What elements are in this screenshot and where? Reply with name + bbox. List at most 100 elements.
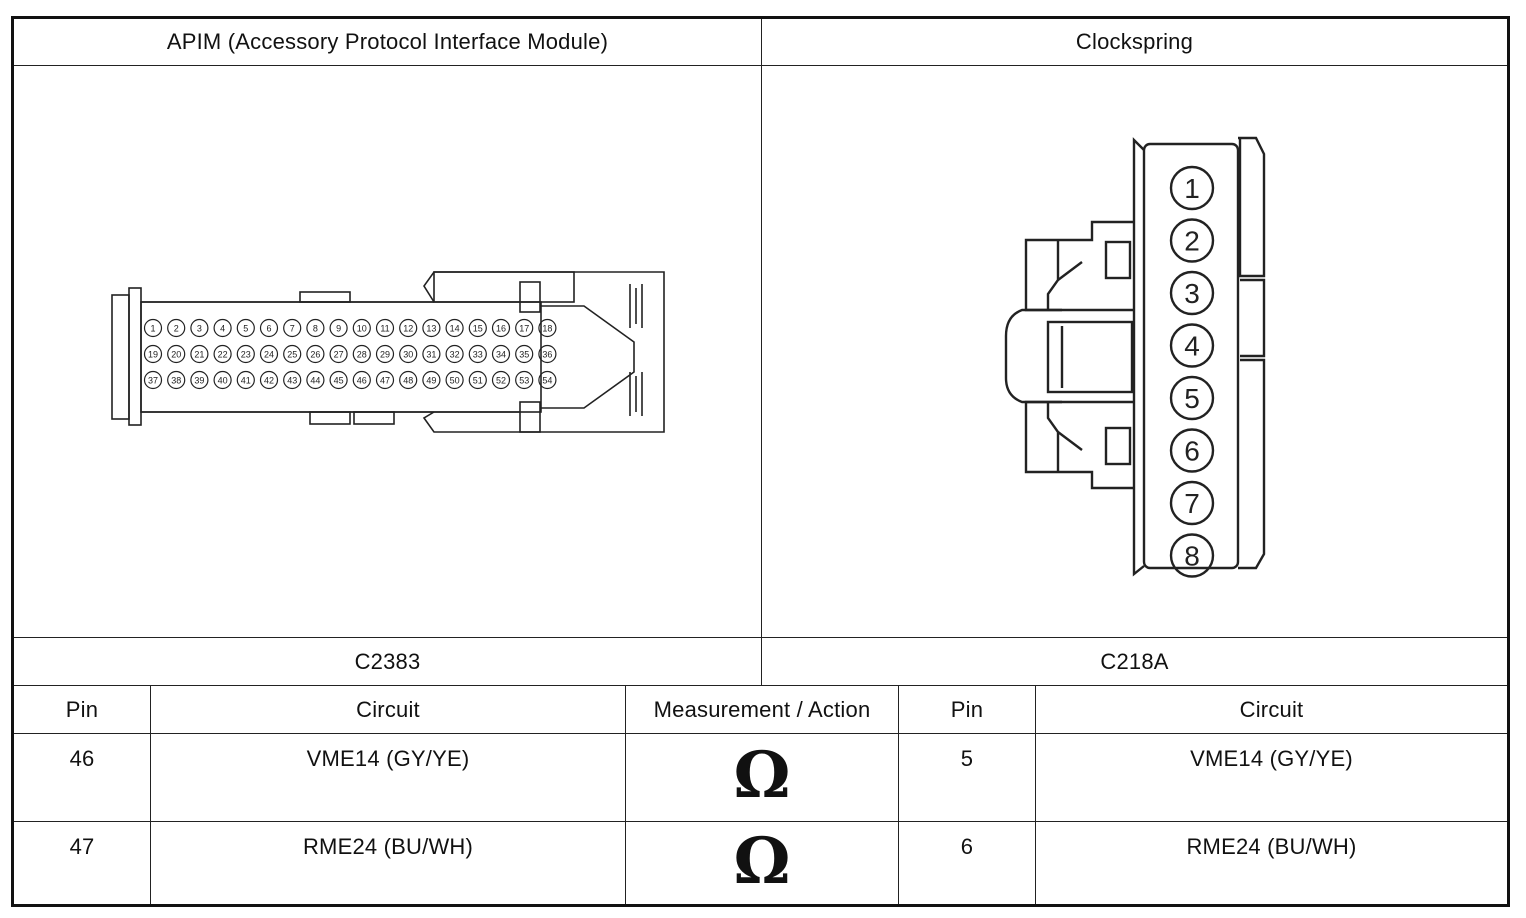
header-circuit-b: Circuit bbox=[1239, 696, 1304, 722]
apim-pin-45 bbox=[329, 370, 348, 390]
apim-pin-label: 12 bbox=[403, 324, 413, 334]
apim-pin-label: 20 bbox=[171, 350, 181, 360]
apim-pin-19 bbox=[143, 344, 163, 364]
divider bbox=[150, 685, 151, 904]
apim-pin-label: 4 bbox=[220, 324, 225, 334]
divider bbox=[14, 65, 1507, 66]
apim-pin-29 bbox=[375, 344, 395, 364]
apim-pin-label: 25 bbox=[287, 350, 297, 360]
apim-pin-label: 9 bbox=[336, 324, 341, 334]
apim-pin-label: 16 bbox=[496, 324, 506, 334]
pinout-sheet: APIM (Accessory Protocol Interface Modul… bbox=[11, 16, 1510, 907]
apim-pin-52 bbox=[491, 370, 511, 390]
apim-pin-label: 7 bbox=[290, 324, 295, 334]
apim-pin-17 bbox=[515, 318, 534, 338]
apim-pin-39 bbox=[190, 370, 209, 390]
apim-pin-33 bbox=[468, 344, 487, 364]
table-row-2-ohm-icon: Ω bbox=[626, 822, 898, 904]
apim-pin-label: 35 bbox=[519, 350, 529, 360]
apim-pin-label: 38 bbox=[171, 376, 181, 386]
apim-pin-4 bbox=[213, 318, 232, 338]
clockspring-pin-label: 6 bbox=[1184, 436, 1200, 467]
apim-pin-21 bbox=[190, 344, 209, 364]
connector-id-c2383: C2383 bbox=[354, 648, 421, 674]
apim-pin-label: 3 bbox=[197, 324, 202, 334]
apim-pin-label: 41 bbox=[241, 376, 251, 386]
table-row-2-circuit-a: RME24 (BU/WH) bbox=[302, 834, 474, 859]
apim-pin-46 bbox=[352, 370, 371, 390]
apim-pin-label: 27 bbox=[334, 350, 344, 360]
apim-pin-label: 22 bbox=[218, 350, 228, 360]
header-pin-a: Pin bbox=[65, 696, 99, 722]
apim-pin-24 bbox=[259, 344, 279, 364]
table-row-1-ohm-icon: Ω bbox=[626, 734, 898, 821]
table-row-1-circuit-b: VME14 (GY/YE) bbox=[1190, 746, 1353, 771]
apim-pin-label: 19 bbox=[148, 350, 158, 360]
clockspring-pin-label: 2 bbox=[1184, 226, 1200, 257]
apim-pin-26 bbox=[306, 344, 325, 364]
apim-pin-27 bbox=[329, 344, 348, 364]
apim-pin-label: 23 bbox=[241, 350, 251, 360]
apim-pin-label: 30 bbox=[403, 350, 413, 360]
divider bbox=[898, 685, 899, 904]
apim-pin-12 bbox=[399, 318, 418, 338]
apim-pin-label: 46 bbox=[357, 376, 367, 386]
apim-title: APIM (Accessory Protocol Interface Modul… bbox=[166, 29, 609, 54]
apim-pin-label: 11 bbox=[380, 324, 389, 334]
apim-pin-23 bbox=[236, 344, 255, 364]
apim-pin-3 bbox=[190, 318, 209, 338]
apim-pin-16 bbox=[491, 318, 511, 338]
apim-pin-7 bbox=[283, 318, 302, 338]
apim-pin-label: 49 bbox=[426, 376, 436, 386]
apim-pin-label: 28 bbox=[357, 350, 367, 360]
apim-pin-9 bbox=[329, 318, 348, 338]
divider bbox=[14, 733, 1507, 734]
header-measurement: Measurement / Action bbox=[653, 696, 871, 722]
apim-pin-label: 1 bbox=[150, 324, 155, 334]
apim-pin-11 bbox=[375, 318, 395, 338]
apim-pin-label: 36 bbox=[542, 350, 552, 360]
apim-pin-label: 14 bbox=[450, 324, 460, 334]
clockspring-pin-6 bbox=[1169, 428, 1215, 473]
apim-pin-25 bbox=[283, 344, 302, 364]
apim-pin-10 bbox=[352, 318, 371, 338]
apim-pin-42 bbox=[259, 370, 279, 390]
divider bbox=[625, 685, 626, 904]
apim-pin-label: 34 bbox=[496, 350, 506, 360]
table-row-2-circuit-b: RME24 (BU/WH) bbox=[1186, 834, 1357, 859]
apim-pin-label: 18 bbox=[542, 324, 552, 334]
apim-pin-label: 39 bbox=[194, 376, 204, 386]
clockspring-pin-3 bbox=[1169, 270, 1215, 316]
apim-pin-label: 17 bbox=[519, 324, 529, 334]
clockspring-pin-label: 1 bbox=[1184, 173, 1200, 204]
apim-pin-label: 32 bbox=[450, 350, 460, 360]
clockspring-pin-8 bbox=[1169, 533, 1215, 578]
apim-pin-30 bbox=[399, 344, 418, 364]
apim-pin-label: 10 bbox=[357, 324, 367, 334]
apim-pin-41 bbox=[236, 370, 255, 390]
clockspring-pin-label: 3 bbox=[1184, 278, 1200, 309]
apim-pin-label: 13 bbox=[426, 324, 436, 334]
apim-pin-label: 48 bbox=[403, 376, 413, 386]
clockspring-pin-label: 7 bbox=[1184, 488, 1200, 519]
apim-pin-49 bbox=[422, 370, 441, 390]
apim-pin-38 bbox=[167, 370, 186, 390]
clockspring-pin-5 bbox=[1169, 375, 1215, 421]
apim-pin-label: 53 bbox=[519, 376, 529, 386]
apim-pin-40 bbox=[213, 370, 232, 390]
apim-pin-label: 44 bbox=[310, 376, 320, 386]
apim-pin-label: 26 bbox=[310, 350, 320, 360]
apim-pin-label: 24 bbox=[264, 350, 274, 360]
apim-pin-2 bbox=[167, 318, 186, 338]
apim-pin-label: 21 bbox=[194, 350, 204, 360]
apim-pin-14 bbox=[445, 318, 464, 338]
apim-pin-51 bbox=[468, 370, 487, 390]
header-circuit-a: Circuit bbox=[356, 696, 420, 722]
clockspring-pin-label: 8 bbox=[1184, 541, 1200, 572]
apim-pin-label: 2 bbox=[174, 324, 179, 334]
clockspring-pin-7 bbox=[1169, 480, 1215, 526]
apim-pin-18 bbox=[538, 318, 557, 338]
divider bbox=[14, 821, 1507, 822]
ohm-symbol: Ω bbox=[733, 824, 791, 899]
